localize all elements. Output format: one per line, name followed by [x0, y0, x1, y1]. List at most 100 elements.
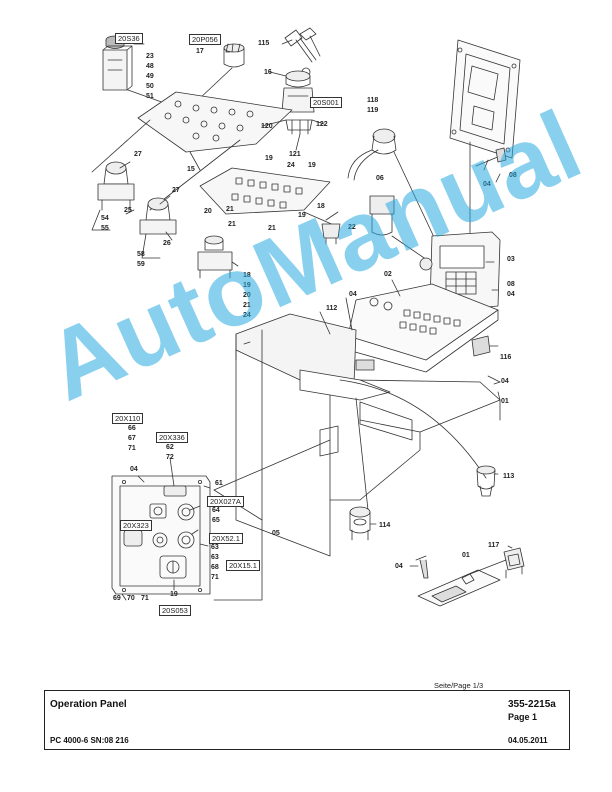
callout-02: 02	[384, 271, 392, 278]
callout-stack-64: 64 65	[212, 506, 220, 526]
callout-21c: 21	[268, 225, 276, 232]
callout: 68	[211, 564, 219, 571]
leader-lines	[213, 375, 501, 511]
callout-stack-18: 18 19 20 21 24	[243, 271, 251, 321]
callout: 20	[243, 292, 251, 299]
callout: 49	[146, 73, 154, 80]
callout-04c: 04	[501, 378, 509, 385]
callout-117: 117	[488, 542, 500, 549]
callout-21b: 21	[228, 221, 236, 228]
callout-05: 05	[272, 530, 280, 537]
callout-01a: 01	[501, 398, 509, 405]
page-number: Page 1	[508, 712, 538, 722]
callout-stack-62: 62 72	[166, 443, 174, 463]
callout-112: 112	[326, 305, 338, 312]
callout-27a: 27	[134, 151, 142, 158]
callout: 04	[507, 291, 515, 298]
callout: 24	[243, 312, 251, 319]
callout-69: 69	[113, 595, 121, 602]
callout: 71	[128, 445, 136, 452]
joystick-left	[91, 161, 135, 231]
callout-stack-63: 63 68 71	[211, 553, 219, 583]
callout-115: 115	[258, 40, 270, 47]
ignition-keys	[284, 27, 321, 77]
callout-16: 16	[264, 69, 272, 76]
callout-26: 26	[163, 240, 171, 247]
ref-20x027a: 20X027A	[207, 496, 244, 507]
ref-20p056: 20P056	[189, 34, 221, 45]
ref-20x110: 20X110	[112, 413, 144, 424]
title-block: Operation Panel 355-2215a Page 1 PC 4000…	[44, 690, 570, 750]
callout-122: 122	[316, 121, 328, 128]
protective-cap	[476, 465, 496, 497]
callout-stack-08: 08 04	[507, 280, 515, 300]
ref-20s001: 20S001	[310, 97, 342, 108]
callout-01b: 01	[462, 552, 470, 559]
switch-plate-cover	[417, 559, 507, 607]
callout-stack-23: 23 48 49 50 51	[146, 52, 154, 102]
machine-model: PC 4000-6 SN:08 216	[50, 736, 129, 745]
callout-19d: 19	[170, 591, 178, 598]
callout-19b: 19	[308, 162, 316, 169]
callout-04e: 04	[395, 563, 403, 570]
drawing-title: Operation Panel	[50, 699, 127, 710]
filter-element	[369, 195, 431, 263]
ref-20x323: 20X323	[120, 520, 152, 531]
callout-113: 113	[503, 473, 515, 480]
emergency-stop-button	[102, 35, 171, 106]
callout-24: 24	[287, 162, 295, 169]
callout-08: 08	[509, 172, 517, 179]
callout-63b: 63	[211, 544, 219, 551]
key-switch	[281, 70, 315, 135]
callout-25: 25	[124, 207, 132, 214]
callout-15: 15	[187, 166, 195, 173]
callout: 59	[137, 261, 145, 268]
ref-20s36: 20S36	[115, 33, 143, 44]
ref-20x151: 20X15.1	[226, 560, 260, 571]
indicator-lamp	[197, 43, 245, 101]
callout: 23	[146, 53, 154, 60]
callout-121: 121	[289, 151, 301, 158]
callout-stack-58: 58 59	[137, 250, 145, 270]
callout: 21	[243, 302, 251, 309]
callout-61: 61	[215, 480, 223, 487]
callout: 66	[128, 425, 136, 432]
toggle-switch	[321, 211, 341, 245]
ref-20x521: 20X52.1	[209, 533, 243, 544]
page-reference: Seite/Page 1/3	[434, 681, 484, 690]
callout: 63	[211, 554, 219, 561]
callout-stack-54: 54 55	[101, 214, 109, 234]
power-socket	[349, 506, 371, 541]
callout: 58	[137, 251, 145, 258]
callout: 48	[146, 63, 154, 70]
callout: 08	[507, 281, 515, 288]
callout-27b: 27	[172, 187, 180, 194]
connector-panel	[111, 475, 263, 601]
callout: 72	[166, 454, 174, 461]
callout: 51	[146, 93, 154, 100]
callout-stack-66: 66 67 71	[128, 424, 136, 454]
callout-04a: 04	[483, 181, 491, 188]
callout: 54	[101, 215, 109, 222]
callout-17: 17	[196, 48, 204, 55]
callout: 119	[367, 107, 379, 114]
callout: 55	[101, 225, 109, 232]
callout-120: 120	[261, 123, 273, 130]
cable-socket	[347, 128, 441, 251]
cover-plate	[449, 39, 521, 237]
joystick-right	[139, 197, 177, 259]
callout-04b: 04	[349, 291, 357, 298]
callout-03: 03	[507, 256, 515, 263]
rotary-switch	[197, 235, 233, 279]
callout: 67	[128, 435, 136, 442]
document-date: 04.05.2011	[508, 736, 548, 745]
callout-06: 06	[376, 175, 384, 182]
callout-22: 22	[348, 224, 356, 231]
callout: 50	[146, 83, 154, 90]
callout-70: 70	[127, 595, 135, 602]
screw	[475, 147, 507, 167]
callout: 65	[212, 517, 220, 524]
callout-18: 18	[317, 203, 325, 210]
callout-19c: 19	[298, 212, 306, 219]
